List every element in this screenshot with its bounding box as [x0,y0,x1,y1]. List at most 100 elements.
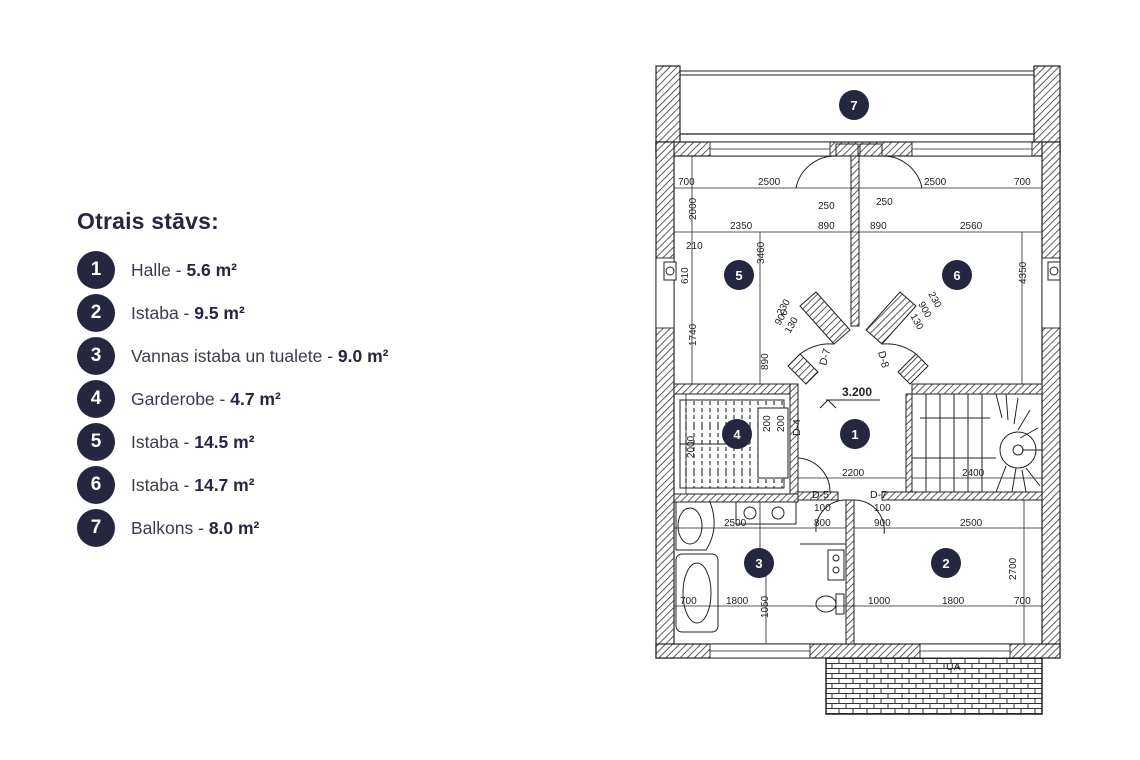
room-marker-2: 2 [931,548,961,578]
room-name: Balkons - [131,517,209,538]
room-number-badge: 2 [77,294,115,332]
dim-label: 250 [876,197,893,208]
dim-label: 2500 [758,177,781,188]
dim-label: 250 [818,201,835,212]
room-markers: 7 5 6 4 1 3 2 [722,90,972,578]
room-label: Garderobe - 4.7 m² [131,389,281,410]
legend-item: 5 Istaba - 14.5 m² [77,423,557,461]
door-label-d7-bottom: D-7 [870,489,887,501]
dim-label: 800 [814,518,831,529]
door-label-d5: D-5 [812,489,829,501]
svg-text:7: 7 [850,98,857,113]
room-name: Istaba - [131,474,195,495]
room-label: Istaba - 14.7 m² [131,475,255,496]
room-name: Halle - [131,259,187,280]
room-area: 5.6 m² [186,259,238,280]
room-area: 14.7 m² [194,474,255,495]
door-label-d4: D-4 [791,419,803,436]
dim-label: 200 [776,415,787,432]
svg-text:5: 5 [735,268,742,283]
room-label: Istaba - 14.5 m² [131,432,255,453]
dim-label: 1740 [688,323,699,346]
dim-label: 2000 [688,197,699,220]
floor-plan-drawing: 700 2500 2500 700 250 250 2000 2350 890 … [655,65,1061,715]
bathroom-fixtures [675,501,846,633]
room-marker-7: 7 [839,90,869,120]
dim-label: 890 [870,221,887,232]
room-name: Istaba - [131,302,195,323]
room-number-badge: 7 [77,509,115,547]
dim-label: 2500 [924,177,947,188]
diagonal-walls [787,291,929,385]
dim-label: 1800 [726,596,749,607]
dim-label: 700 [1014,177,1031,188]
dim-label: 4350 [1018,261,1029,284]
dim-label: 100 [814,503,831,514]
dim-label: 890 [760,353,771,370]
dimension-lines [674,156,1042,644]
dimension-labels: 700 2500 2500 700 250 250 2000 2350 890 … [678,177,1031,618]
balcony-doors [795,143,923,189]
door-label-d7-top: D-7 [817,347,833,367]
legend-item: 7 Balkons - 8.0 m² [77,509,557,547]
room-area: 4.7 m² [230,388,281,409]
room-area: 14.5 m² [194,431,255,452]
staircase [911,393,1042,493]
dim-label: 3460 [756,241,767,264]
room-legend: Otrais stāvs: 1 Halle - 5.6 m² 2 Istaba … [77,208,557,552]
dim-label: 2000 [686,435,697,458]
room-marker-1: 1 [840,419,870,449]
room-marker-5: 5 [724,260,754,290]
room-area: 8.0 m² [208,517,260,538]
svg-text:3: 3 [755,556,762,571]
dim-label: 700 [678,177,695,188]
dim-label: 2500 [960,518,983,529]
room-label: Halle - 5.6 m² [131,260,237,281]
room-number-badge: 4 [77,380,115,418]
svg-text:2: 2 [942,556,949,571]
legend-title: Otrais stāvs: [77,208,219,234]
room-marker-6: 6 [942,260,972,290]
dim-label: 2560 [960,221,983,232]
dim-label: 200 [762,415,773,432]
room-label: Istaba - 9.5 m² [131,303,245,324]
legend-item: 6 Istaba - 14.7 m² [77,466,557,504]
dim-label: 2700 [1008,557,1019,580]
stair-mark: UA [946,661,961,673]
dim-label: 1050 [760,595,771,618]
dim-label: 100 [874,503,891,514]
room-label: Vannas istaba un tualete - 9.0 m² [131,346,388,367]
legend-list: 1 Halle - 5.6 m² 2 Istaba - 9.5 m² 3 Van… [77,251,557,547]
dim-label: 1000 [868,596,891,607]
room-name: Garderobe - [131,388,231,409]
room-number-badge: 5 [77,423,115,461]
legend-item: 3 Vannas istaba un tualete - 9.0 m² [77,337,557,375]
room-number-badge: 1 [77,251,115,289]
balcony-walls [655,65,1061,153]
room-name: Vannas istaba un tualete - [131,345,338,366]
room-name: Istaba - [131,431,195,452]
door-label-d8: D-8 [875,350,891,370]
entrance-porch [825,657,1043,715]
dim-label: 2400 [962,468,985,479]
room-label: Balkons - 8.0 m² [131,518,259,539]
room-number-badge: 6 [77,466,115,504]
dim-label: 890 [818,221,835,232]
dim-label: 2350 [730,221,753,232]
level-mark: 3.200 [842,385,872,399]
svg-text:1: 1 [851,427,858,442]
dim-label: 210 [686,241,703,252]
room-area: 9.5 m² [194,302,245,323]
door-labels: D-7 D-8 3.200 D-4 D-5 D-7 UA [791,347,961,673]
legend-item: 1 Halle - 5.6 m² [77,251,557,289]
dim-label: 900 [874,518,891,529]
room-number-badge: 3 [77,337,115,375]
dim-label: 700 [680,596,697,607]
legend-item: 4 Garderobe - 4.7 m² [77,380,557,418]
room-marker-4: 4 [722,419,752,449]
room-area: 9.0 m² [337,345,389,366]
svg-text:4: 4 [733,427,741,442]
dim-label: 1800 [942,596,965,607]
svg-text:6: 6 [953,268,960,283]
dim-label: 2500 [724,518,747,529]
